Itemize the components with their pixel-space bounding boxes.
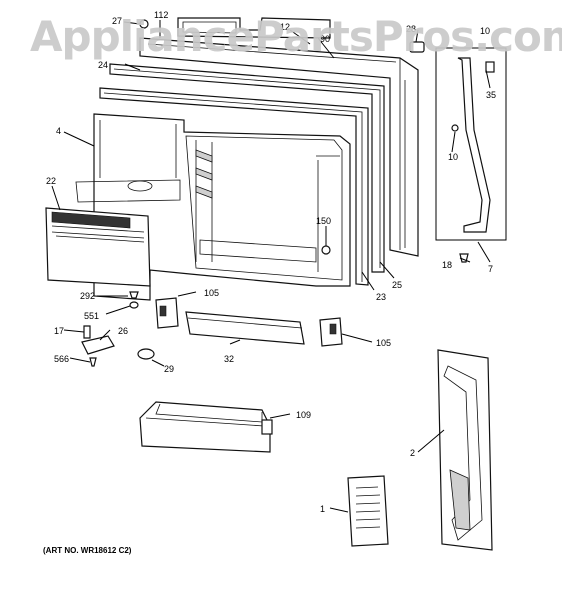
- callout-label: 90: [320, 34, 330, 44]
- outer-door-panel: [139, 37, 419, 257]
- handle-assembly: [437, 349, 493, 551]
- callout-label: 566: [54, 354, 69, 364]
- liner-frame: [99, 87, 369, 286]
- callout-label: 22: [46, 176, 56, 186]
- callout-label: 10: [448, 152, 458, 162]
- hinge-bar-box: [435, 47, 507, 241]
- inner-door-liner: [75, 113, 351, 301]
- callout-label: 23: [376, 292, 386, 302]
- callout-label: 28: [406, 24, 416, 34]
- callout-label: 17: [54, 326, 64, 336]
- freezer-door: [45, 207, 151, 287]
- callout-labels: 27 112 12 90 28 10 24 35 4 10 22 150 7 1…: [46, 10, 496, 514]
- leader-lines: [51, 20, 491, 513]
- door-bin: [139, 401, 273, 453]
- callout-label: 4: [56, 126, 61, 136]
- callout-label: 32: [224, 354, 234, 364]
- callout-label: 105: [204, 288, 219, 298]
- callout-label: 12: [280, 22, 290, 32]
- watermark: AppliancePartsPros.com: [30, 12, 562, 61]
- callout-label: 7: [488, 264, 493, 274]
- door-gasket: [109, 63, 385, 273]
- callout-label: 112: [154, 10, 168, 20]
- callout-label: 105: [376, 338, 391, 348]
- callout-label: 2: [410, 448, 415, 458]
- callout-label: 35: [486, 90, 496, 100]
- art-number: (ART NO. WR18612 C2): [43, 546, 132, 555]
- callout-label: 27: [112, 16, 122, 26]
- callout-label: 29: [164, 364, 174, 374]
- callout-label: 109: [296, 410, 311, 420]
- callout-label: 26: [118, 326, 128, 336]
- callout-label: 551: [84, 311, 99, 321]
- callout-label: 24: [98, 60, 108, 70]
- small-parts: [81, 19, 469, 367]
- owner-manual: [347, 475, 389, 547]
- callout-label: 18: [442, 260, 452, 270]
- callout-label: 150: [316, 216, 331, 226]
- callout-label: 25: [392, 280, 402, 290]
- callout-label: 1: [320, 504, 325, 514]
- callout-label: 292: [80, 291, 95, 301]
- callout-label: 10: [480, 26, 490, 36]
- top-gasket-frame: [177, 17, 331, 39]
- shelf-bar: [185, 311, 305, 345]
